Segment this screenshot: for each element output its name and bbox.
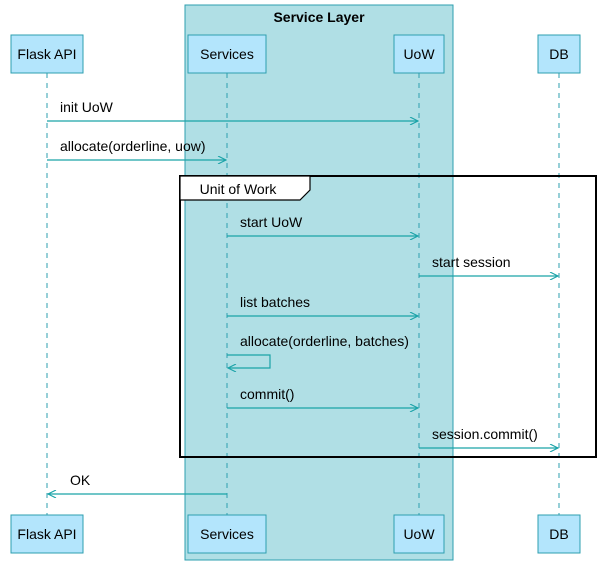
message-8: session.commit() [419, 426, 558, 448]
message-label: start session [432, 254, 511, 270]
participant-label: Services [200, 526, 254, 542]
message-4: start session [419, 254, 558, 276]
unit-of-work-tab [179, 175, 311, 201]
participant-box [10, 514, 84, 554]
message-1: init UoW [47, 99, 418, 121]
message-6: allocate(orderline, batches) [227, 333, 409, 368]
service-layer-box [184, 4, 454, 561]
message-label: OK [70, 472, 91, 488]
participant-box [187, 514, 267, 554]
message-2: allocate(orderline, uow) [47, 138, 226, 160]
participant-flask-top: Flask API [10, 34, 84, 74]
participant-label: Services [200, 46, 254, 62]
participant-uow-bottom: UoW [393, 514, 445, 554]
message-label: allocate(orderline, batches) [240, 333, 409, 349]
message-label: init UoW [60, 99, 114, 115]
participant-services-top: Services [187, 34, 267, 74]
service-layer-title: Service Layer [273, 9, 365, 25]
participant-box [187, 34, 267, 74]
participant-flask-bottom: Flask API [10, 514, 84, 554]
participant-db-top: DB [537, 34, 581, 74]
message-label: session.commit() [432, 426, 538, 442]
participant-label: Flask API [17, 46, 76, 62]
participant-label: DB [549, 526, 568, 542]
participant-box [10, 34, 84, 74]
participant-db-bottom: DB [537, 514, 581, 554]
message-label: commit() [240, 386, 294, 402]
unit-of-work-frame [179, 175, 597, 458]
message-label: allocate(orderline, uow) [60, 138, 206, 154]
participant-label: Flask API [17, 526, 76, 542]
participant-box [393, 514, 445, 554]
participant-label: DB [549, 46, 568, 62]
message-9: OK [48, 472, 227, 494]
message-label: list batches [240, 294, 310, 310]
messages: init UoW allocate(orderline, uow) start Uo… [47, 99, 558, 494]
message-3: start UoW [227, 214, 418, 236]
message-7: commit() [227, 386, 418, 408]
participant-box [537, 514, 581, 554]
lifelines [46, 73, 560, 515]
participant-label: UoW [403, 46, 435, 62]
message-label: start UoW [240, 214, 303, 230]
unit-of-work-label: Unit of Work [200, 181, 278, 197]
message-arrow [227, 354, 271, 368]
participant-services-bottom: Services [187, 514, 267, 554]
message-5: list batches [227, 294, 418, 316]
participant-box [537, 34, 581, 74]
participant-label: UoW [403, 526, 435, 542]
participant-box [393, 34, 445, 74]
participant-uow-top: UoW [393, 34, 445, 74]
